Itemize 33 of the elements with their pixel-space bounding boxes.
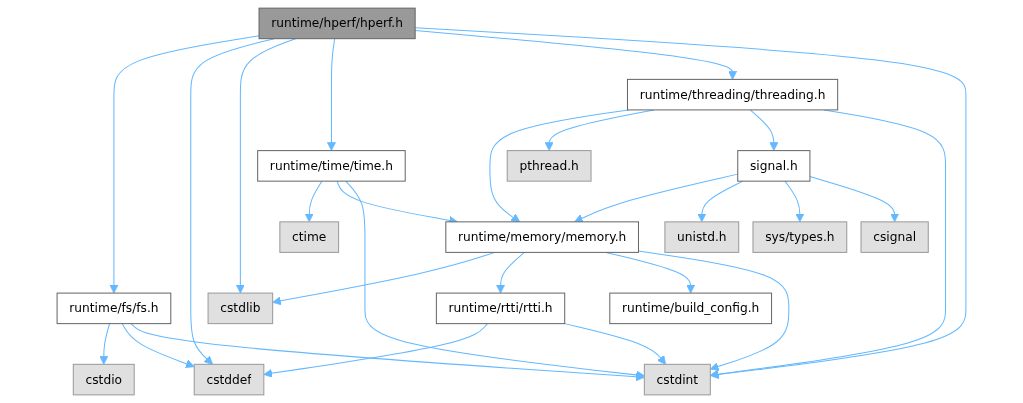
node-box: runtime/memory/memory.h: [445, 221, 639, 253]
node-box: runtime/time/time.h: [257, 150, 406, 182]
node-box: cstdlib: [207, 292, 274, 325]
node-box: runtime/build_config.h: [609, 292, 773, 325]
node-box: ctime: [279, 221, 340, 253]
arrow: [109, 35, 260, 294]
arrow: [190, 38, 275, 365]
node-box: signal.h: [737, 150, 811, 182]
node-box: sys/types.h: [752, 221, 848, 253]
node-box: runtime/threading/threading.h: [626, 78, 839, 111]
node-box: cstdio: [72, 363, 135, 396]
node-box: runtime/fs/fs.h: [56, 292, 172, 325]
arrow: [638, 250, 790, 371]
arrow: [564, 323, 666, 365]
arrow: [263, 323, 488, 378]
arrow: [121, 323, 195, 368]
arrow: [496, 251, 525, 294]
node-box: cstddef: [193, 363, 265, 396]
node-box: runtime/rtti/rtti.h: [435, 292, 566, 325]
arrow: [749, 109, 779, 151]
arrow: [130, 323, 645, 382]
arrow: [304, 180, 323, 223]
arrow: [326, 38, 336, 151]
node-box: cstdint: [643, 363, 711, 396]
node-box: pthread.h: [506, 150, 592, 182]
arrow: [99, 323, 111, 365]
node-box: unistd.h: [664, 221, 740, 253]
node-box: csignal: [860, 221, 929, 253]
arrow: [809, 176, 900, 223]
node-box: runtime/hperf/hperf.h: [258, 7, 416, 40]
arrow: [489, 109, 630, 223]
arrow: [784, 180, 805, 223]
arrow: [235, 38, 297, 294]
